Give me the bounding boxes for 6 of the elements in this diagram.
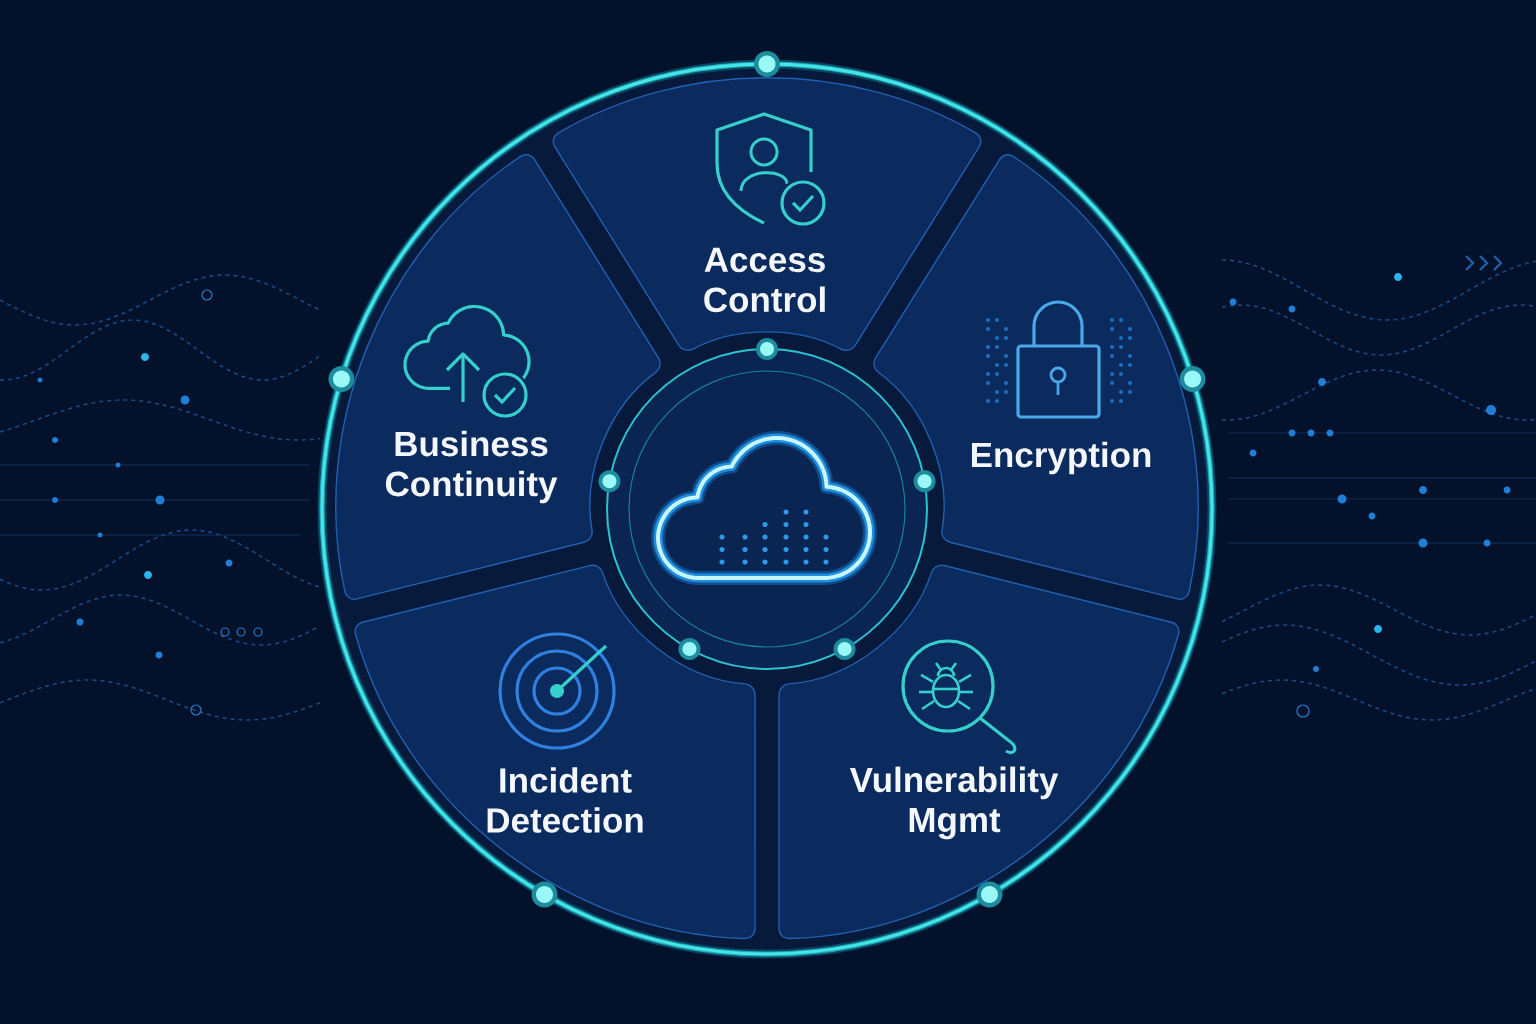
wheel-segment: Vulnerability Mgmt [778, 564, 1180, 940]
wheel-segment: Business Continuity [335, 154, 661, 600]
wheel-segment: Encryption [873, 154, 1199, 600]
wheel-segment: Access Control [552, 77, 982, 351]
wheel-segment: Incident Detection [354, 564, 756, 940]
hub-circle [606, 348, 928, 670]
